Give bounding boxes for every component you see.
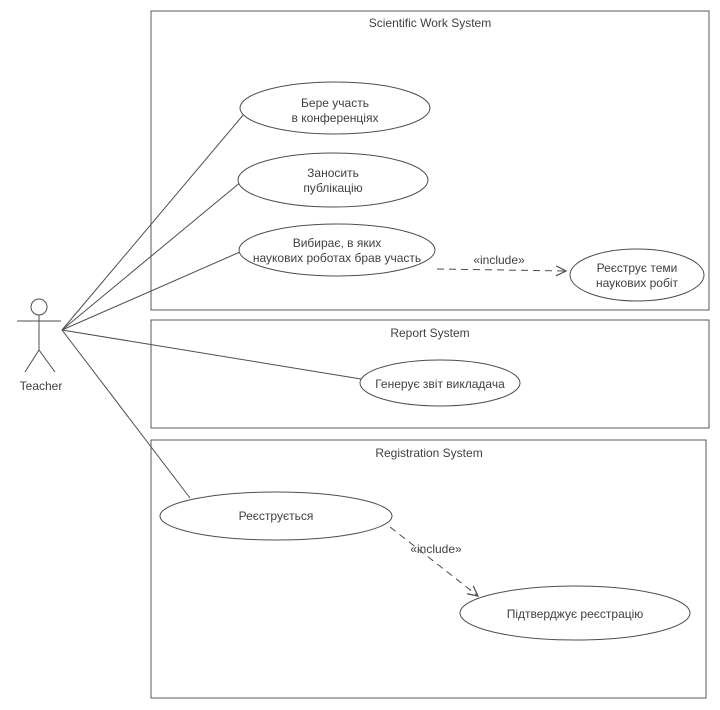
system-boundary-report: Report System [150,319,710,429]
system-boundary-scientific-work-frame [150,10,710,311]
system-title-scientific-work: Scientific Work System [369,16,491,30]
use-case-generate-report-label: Генерує звіт викладача [375,377,505,391]
association-teacher-attend-conferences [61,113,245,331]
system-title-registration: Registration System [375,446,482,460]
association-teacher-generate-report [61,329,362,380]
actor-teacher-leg-right [38,349,56,373]
system-title-report: Report System [390,326,469,340]
use-case-generate-report-shape [359,359,521,407]
use-case-register-shape [159,491,393,541]
use-case-generate-report: Генерує звіт викладача [359,359,521,407]
association-teacher-register [61,329,191,499]
association-teacher-select-works [61,251,241,331]
system-boundary-registration-frame [150,439,707,699]
use-case-add-publication: Заносить публікацію [237,152,429,208]
use-case-attend-conferences: Бере участь в конференціях [239,81,431,135]
include-relation-bottom-label: «include» [410,542,462,556]
include-relation-top: «include» [436,253,568,277]
use-case-attend-conferences-label-line2: в конференціях [292,111,379,125]
use-case-register: Реєструється [159,491,393,541]
system-boundary-registration: Registration System [150,439,707,699]
use-case-confirm-registration-label: Підтверджує реєстрацію [507,607,644,621]
use-case-select-works-shape [238,223,436,277]
actor-teacher-head [30,298,48,316]
use-case-confirm-registration: Підтверджує реєстрацію [459,585,691,641]
include-relation-bottom-line [389,526,480,597]
use-case-register-topics-label-line2: наукових робіт [596,276,679,290]
actor-teacher-label: Teacher [20,379,63,393]
use-case-add-publication-label-line1: Заносить [307,166,359,180]
actor-teacher-leg-left [24,349,40,373]
include-relation-top-label: «include» [473,253,525,267]
use-case-select-works: Вибирає, в яких наукових роботах брав уч… [238,223,436,277]
use-case-register-topics-label-line1: Реєструє теми [597,261,678,275]
use-case-select-works-label-line2: наукових роботах брав участь [253,251,421,265]
use-case-confirm-registration-shape [459,585,691,641]
system-boundary-scientific-work: Scientific Work System [150,10,710,311]
include-relation-top-line [436,265,568,277]
use-case-register-topics: Реєструє теми наукових робіт [569,248,705,302]
use-case-attend-conferences-label-line1: Бере участь [301,96,369,110]
use-case-register-topics-shape [569,248,705,302]
use-case-add-publication-shape [237,152,429,208]
actor-teacher: Teacher [17,298,63,393]
use-case-attend-conferences-shape [239,81,431,135]
use-case-register-label: Реєструється [239,509,314,523]
use-case-add-publication-label-line2: публікацію [303,181,362,195]
associations [61,113,362,499]
use-case-select-works-label-line1: Вибирає, в яких [293,236,382,250]
system-boundary-report-frame [150,319,710,429]
association-teacher-add-publication [61,180,243,331]
include-relation-bottom: «include» [389,526,480,597]
